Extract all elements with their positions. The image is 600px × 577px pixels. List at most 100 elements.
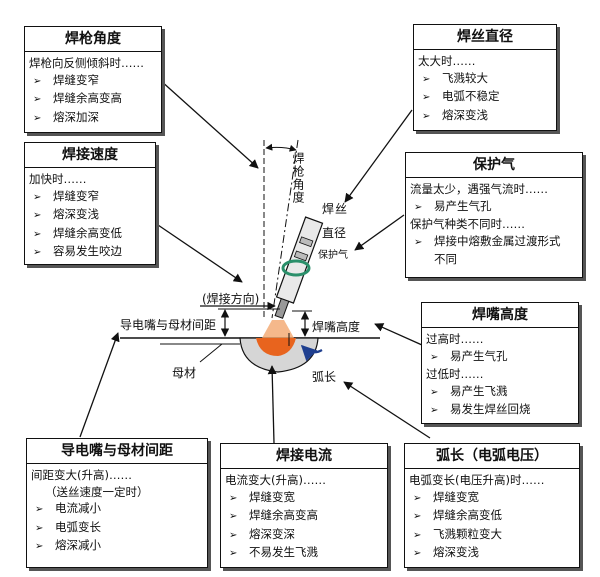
torch-axis-line — [271, 139, 299, 319]
bullet-arrow-icon: ➢ — [33, 75, 42, 87]
bullet-arrow-icon: ➢ — [35, 522, 44, 534]
list-item: ➢电弧变长 — [31, 519, 203, 538]
diameter-label: 直径 — [322, 226, 347, 240]
box-title: 焊枪角度 — [25, 27, 161, 52]
condition-text: 过低时…… — [426, 367, 484, 381]
box-welding-speed: 焊接速度 加快时…… ➢焊缝变窄 ➢熔深变浅 ➢焊缝余高变低 ➢容易发生咬边 — [24, 142, 156, 265]
box-title: 导电嘴与母材间距 — [27, 439, 207, 464]
arc-length-label: 弧长 — [312, 370, 337, 384]
box-wire-diameter: 焊丝直径 太大时…… ➢飞溅较大 ➢电弧不稳定 ➢熔深变浅 — [413, 24, 557, 131]
list-item: ➢容易发生咬边 — [29, 243, 151, 262]
bullet-arrow-icon: ➢ — [33, 210, 42, 221]
list-item: ➢易产生气孔 — [426, 348, 574, 367]
leader-arc-length — [343, 381, 431, 439]
bullet-arrow-icon: ➢ — [229, 548, 238, 559]
bullet-arrow-icon: ➢ — [430, 405, 439, 416]
wire-label: 焊丝 — [322, 202, 349, 216]
bullet-arrow-icon: ➢ — [414, 201, 423, 213]
box-title: 焊接电流 — [221, 444, 387, 469]
list-item: ➢焊缝变窄 — [29, 72, 157, 91]
leader-tip-distance — [79, 332, 120, 438]
condition-text: 保护气种类不同时…… — [410, 217, 525, 231]
condition-text: 流量太少，遇强气流时…… — [410, 182, 548, 196]
leader-torch-angle — [159, 79, 259, 169]
list-item: ➢焊缝余高变低 — [409, 507, 575, 526]
list-item: ➢焊缝变宽 — [225, 489, 383, 508]
leader-shield-gas — [354, 214, 405, 251]
list-item: ➢易发生焊丝回烧 — [426, 401, 574, 420]
bullet-arrow-icon: ➢ — [33, 247, 42, 258]
arc-glow — [262, 320, 294, 338]
condition-text: 电流变大(升高)…… — [225, 473, 326, 487]
bullet-arrow-icon: ➢ — [33, 94, 42, 105]
bullet-arrow-icon: ➢ — [413, 529, 422, 541]
bullet-arrow-icon: ➢ — [35, 541, 44, 552]
list-item: ➢熔深减小 — [31, 537, 203, 556]
box-title: 焊丝直径 — [414, 25, 556, 50]
bullet-arrow-icon: ➢ — [422, 110, 431, 122]
bullet-arrow-icon: ➢ — [33, 191, 42, 203]
leader-weld-current — [267, 365, 277, 444]
list-item: ➢熔深变浅 — [409, 544, 575, 563]
list-item: ➢焊缝余高变高 — [225, 507, 383, 526]
bullet-arrow-icon: ➢ — [422, 92, 431, 103]
box-torch-angle: 焊枪角度 焊枪向反侧倾斜时…… ➢焊缝变窄 ➢焊缝余高变高 ➢熔深加深 — [24, 26, 162, 133]
list-item: ➢焊缝余高变低 — [29, 225, 151, 244]
base-metal-leader — [199, 343, 223, 363]
bullet-arrow-icon: ➢ — [35, 504, 44, 515]
list-item: ➢飞溅较大 — [418, 70, 552, 89]
list-item: ➢易产生气孔 — [410, 198, 578, 217]
box-title: 焊接速度 — [25, 143, 155, 168]
torch — [274, 216, 324, 319]
bullet-arrow-icon: ➢ — [430, 351, 439, 363]
bullet-arrow-icon: ➢ — [413, 511, 422, 522]
leader-wire-dia — [344, 109, 413, 203]
weld-pool — [256, 338, 296, 356]
list-item: ➢熔深变深 — [225, 526, 383, 545]
torch-angle-label: 焊枪角度 — [291, 152, 305, 204]
box-title: 弧长（电弧电压） — [405, 444, 579, 469]
condition-text: 电弧变长(电压升高)时…… — [409, 473, 545, 487]
list-item: ➢易产生飞溅 — [426, 383, 574, 402]
gas-label: 保护气 — [318, 250, 348, 261]
bullet-arrow-icon: ➢ — [413, 492, 422, 504]
condition-text: 过高时…… — [426, 332, 484, 346]
condition-text: 太大时…… — [418, 54, 476, 68]
box-title: 焊嘴高度 — [422, 303, 578, 328]
direction-label: (焊接方向) — [202, 292, 260, 306]
list-item: ➢焊接中熔敷金属过渡形式 — [410, 233, 578, 252]
angle-arc — [265, 143, 297, 152]
bullet-arrow-icon: ➢ — [229, 529, 238, 541]
bullet-arrow-icon: ➢ — [229, 511, 238, 522]
tip-distance-label: 导电嘴与母材间距 — [120, 318, 217, 332]
box-welding-current: 焊接电流 电流变大(升高)…… ➢焊缝变宽 ➢焊缝余高变高 ➢熔深变深 ➢不易发… — [220, 443, 388, 568]
list-item: ➢焊缝变宽 — [409, 489, 575, 508]
bullet-arrow-icon: ➢ — [414, 236, 423, 248]
base-metal-label: 母材 — [172, 366, 197, 380]
condition-text: 加快时…… — [29, 172, 87, 186]
leader-weld-speed — [157, 224, 243, 283]
leader-nozzle-height — [374, 323, 423, 346]
list-item: ➢焊缝变窄 — [29, 188, 151, 207]
bullet-arrow-icon: ➢ — [229, 492, 238, 504]
box-title: 保护气 — [406, 153, 582, 178]
list-item: ➢熔深变浅 — [29, 206, 151, 225]
note-text: （送丝速度一定时） — [45, 484, 149, 499]
list-item: ➢焊缝余高变高 — [29, 90, 157, 109]
box-arc-length: 弧长（电弧电压） 电弧变长(电压升高)时…… ➢焊缝变宽 ➢焊缝余高变低 ➢飞溅… — [404, 443, 580, 568]
list-item: ➢熔深变浅 — [418, 107, 552, 126]
bullet-arrow-icon: ➢ — [33, 112, 42, 124]
bullet-arrow-icon: ➢ — [430, 386, 439, 398]
condition-text: 间距变大(升高)…… — [31, 468, 132, 482]
bullet-arrow-icon: ➢ — [33, 228, 42, 240]
list-item: ➢熔深加深 — [29, 109, 157, 128]
bullet-arrow-icon: ➢ — [422, 73, 431, 85]
bullet-arrow-icon: ➢ — [413, 548, 422, 559]
list-item: ➢不易发生飞溅 — [225, 544, 383, 563]
box-tip-distance: 导电嘴与母材间距 间距变大(升高)…… （送丝速度一定时） ➢电流减小 ➢电弧变… — [26, 438, 208, 568]
list-item-continuation: 不同 — [434, 252, 457, 266]
list-item: ➢电弧不稳定 — [418, 88, 552, 107]
list-item: ➢电流减小 — [31, 500, 203, 519]
nozzle-height-label: 焊嘴高度 — [312, 320, 361, 334]
